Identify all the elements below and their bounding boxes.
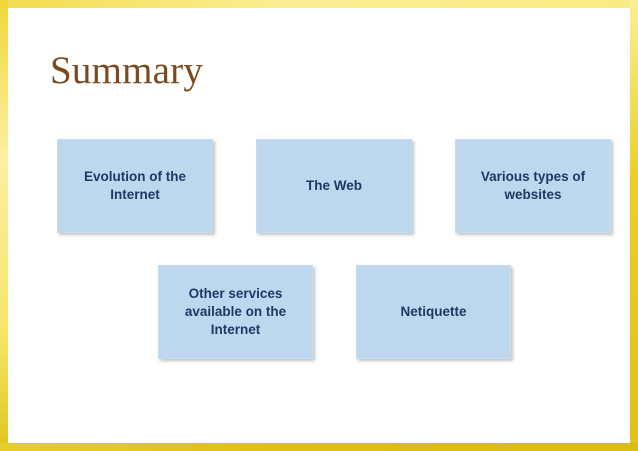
topic-box-other-services-available-on-the-internet[interactable]: Other services available on the Internet <box>158 265 313 359</box>
topic-box-netiquette[interactable]: Netiquette <box>356 265 511 359</box>
slide-border-bottom <box>0 443 638 451</box>
topic-box-label: Evolution of the Internet <box>84 169 186 202</box>
topic-box-the-web[interactable]: The Web <box>256 139 412 233</box>
topic-box-various-types-of-websites[interactable]: Various types of websites <box>455 139 611 233</box>
page-title: Summary <box>50 49 204 92</box>
topic-box-evolution-of-the-internet[interactable]: Evolution of the Internet <box>57 139 213 233</box>
topic-box-label: Netiquette <box>400 304 467 319</box>
slide-border-right <box>630 0 638 451</box>
slide-border-top <box>0 0 638 8</box>
slide-canvas: Summary Evolution of the Internet The We… <box>8 8 630 443</box>
topic-box-label: Other services available on the Internet <box>184 286 287 337</box>
slide-border-left <box>0 0 8 451</box>
topic-box-label: Various types of websites <box>480 169 586 202</box>
topic-box-label: The Web <box>305 178 362 193</box>
